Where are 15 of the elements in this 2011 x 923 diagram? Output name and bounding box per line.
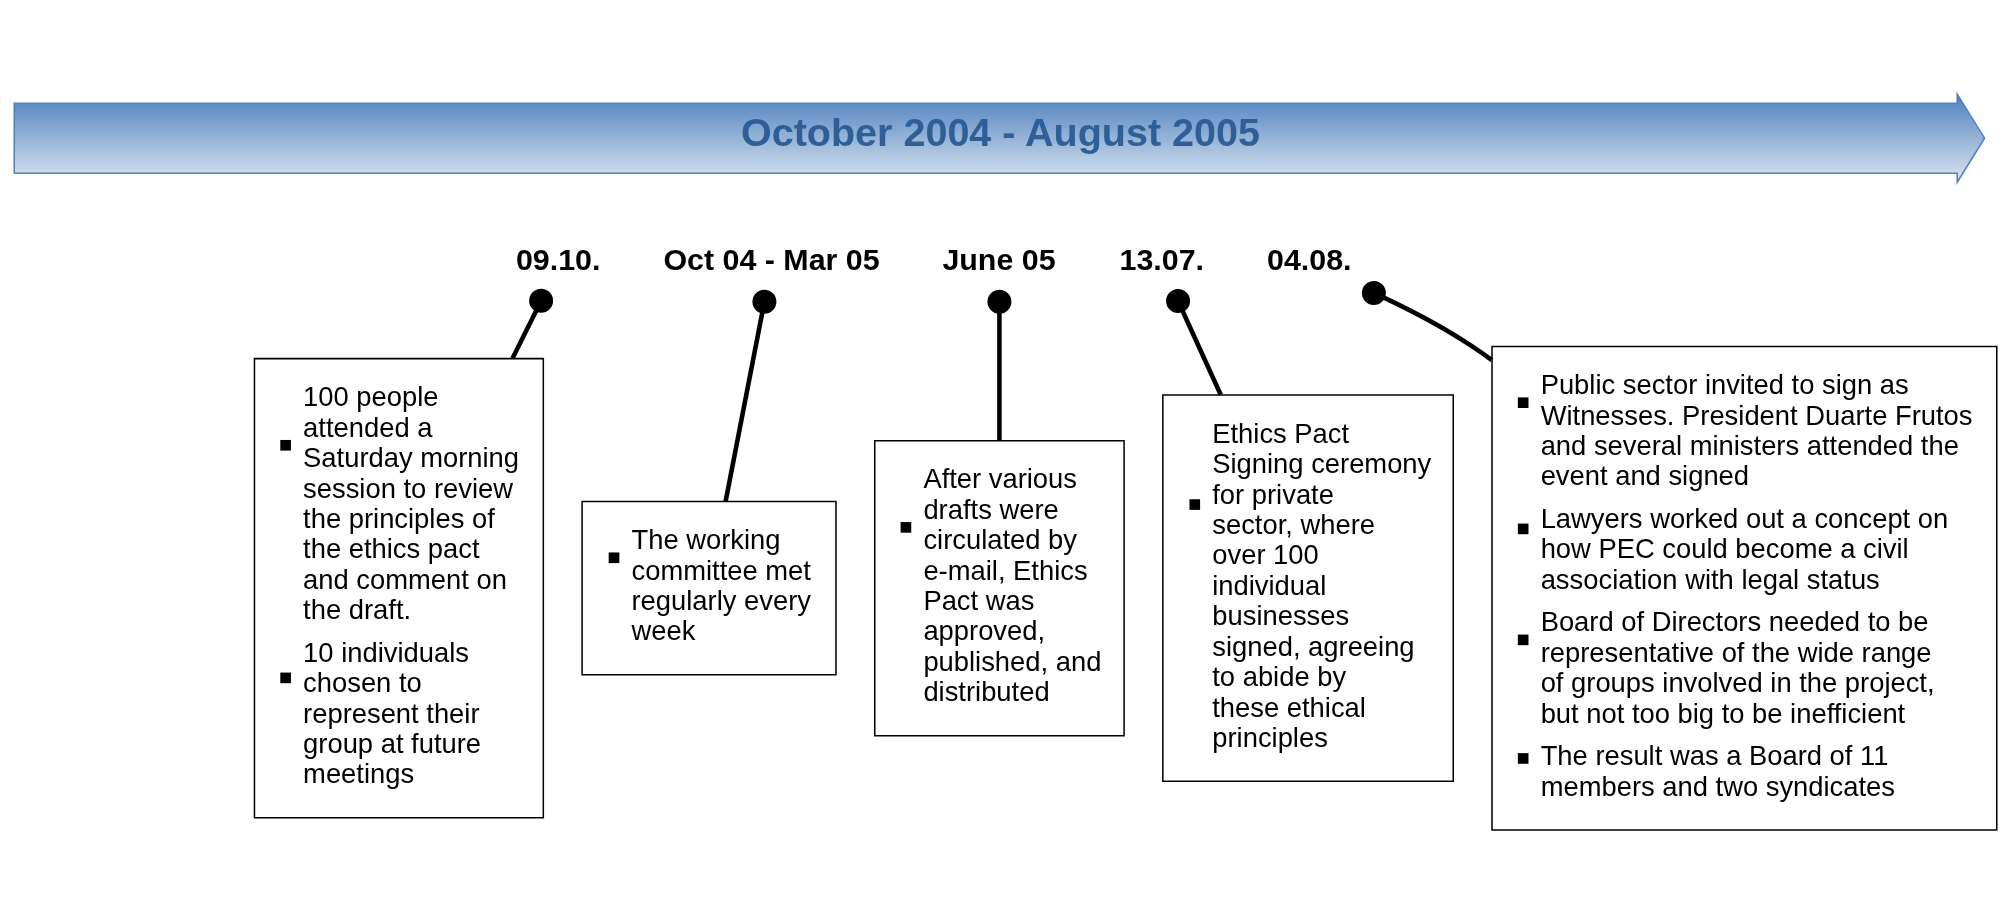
- node-box: Ethics Pact Signing ceremony for private sector, where over 100 individual businesses signed, agreeing to abide by these ethical principles: [1162, 393, 1454, 782]
- node-box: The working committee met regularly every week: [581, 500, 837, 676]
- node-text: 09.10.: [515, 241, 601, 276]
- connector: [1361, 280, 1494, 362]
- node-text: June 05: [942, 241, 1056, 276]
- node-box: Public sector invited to sign as Witnesses. President Duarte Frutos and several ministers attended the event and signed Lawyers worked out a concept on how PEC could become a civil association with legal status Board of Directors needed to be representative of the wide range of groups involved in the project, but not too big to be inefficient The result was a Board of 11 members and two syndicates: [1491, 345, 1998, 831]
- node-text: 04.08.: [1267, 241, 1352, 276]
- node-text: 13.07.: [1119, 241, 1205, 276]
- node-box: 100 people attended a Saturday morning session to review the principles of the ethics pact and comment on the draft. 10 individuals chosen to represent their group at future meetings: [253, 357, 545, 818]
- connector: [1166, 288, 1223, 396]
- node-box: After various drafts were circulated by e-mail, Ethics Pact was approved, published, and distributed: [874, 439, 1125, 736]
- connector: [510, 288, 554, 359]
- connector: [987, 289, 1012, 441]
- node-text: Oct 04 - Mar 05: [663, 241, 880, 276]
- connector: [723, 289, 777, 502]
